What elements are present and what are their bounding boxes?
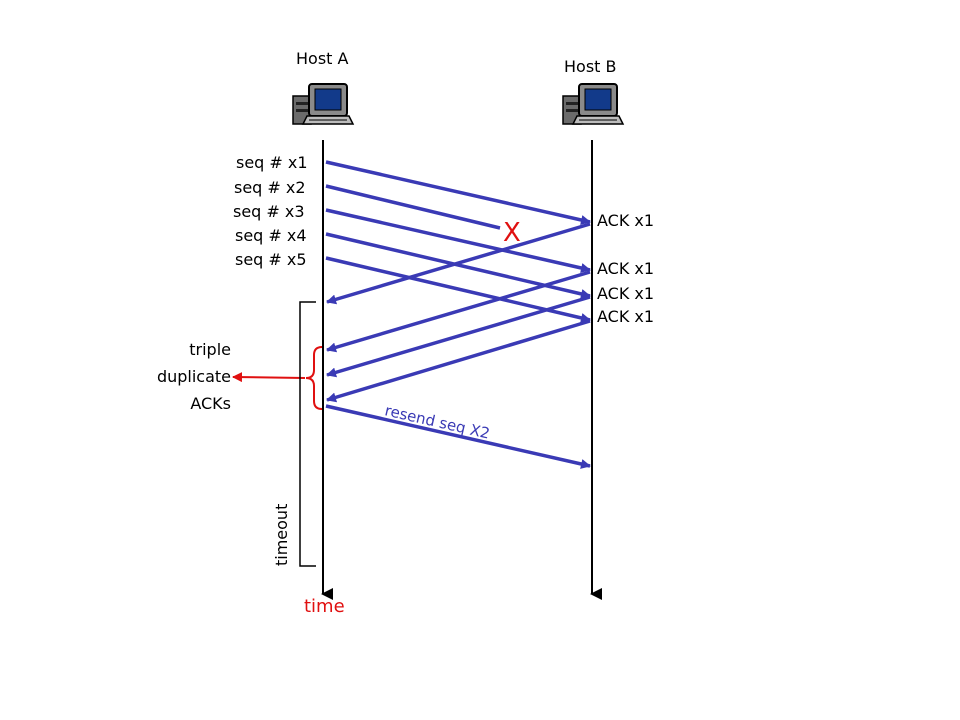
computer-icon — [292, 83, 355, 125]
segment-label: seq # x2 — [234, 178, 306, 197]
triple-dup-brace — [305, 346, 323, 410]
segment-arrow-x2-lost — [325, 184, 501, 230]
ack-arrow — [326, 222, 591, 305]
resend-arrow — [325, 404, 591, 469]
ack-label: ACK x1 — [597, 284, 654, 303]
segment-label: seq # x3 — [233, 202, 305, 221]
ack-label: ACK x1 — [597, 259, 654, 278]
segment-label: seq # x5 — [235, 250, 307, 269]
host-b-label: Host B — [564, 57, 617, 76]
segment-arrow-x1 — [325, 160, 591, 225]
segment-arrow-x4 — [325, 232, 591, 299]
ack-label: ACK x1 — [597, 211, 654, 230]
resend-label: resend seq X2 — [383, 401, 491, 442]
time-label: time — [304, 596, 345, 617]
annotation-arrow — [232, 372, 306, 383]
annotation-line2: duplicate — [157, 367, 231, 386]
loss-marker: X — [503, 218, 521, 248]
ack-arrow — [326, 319, 591, 403]
ack-label: ACK x1 — [597, 307, 654, 326]
computer-icon — [562, 83, 625, 125]
ack-arrow — [326, 270, 591, 353]
timeout-label: timeout — [272, 504, 291, 566]
ack-arrow — [326, 295, 591, 378]
segment-arrow-x3 — [325, 208, 591, 273]
timeout-bracket — [299, 301, 316, 567]
annotation-line3: ACKs — [190, 394, 231, 413]
host-a-label: Host A — [296, 49, 349, 68]
annotation-line1: triple — [189, 340, 231, 359]
segment-label: seq # x1 — [236, 153, 308, 172]
segment-label: seq # x4 — [235, 226, 307, 245]
